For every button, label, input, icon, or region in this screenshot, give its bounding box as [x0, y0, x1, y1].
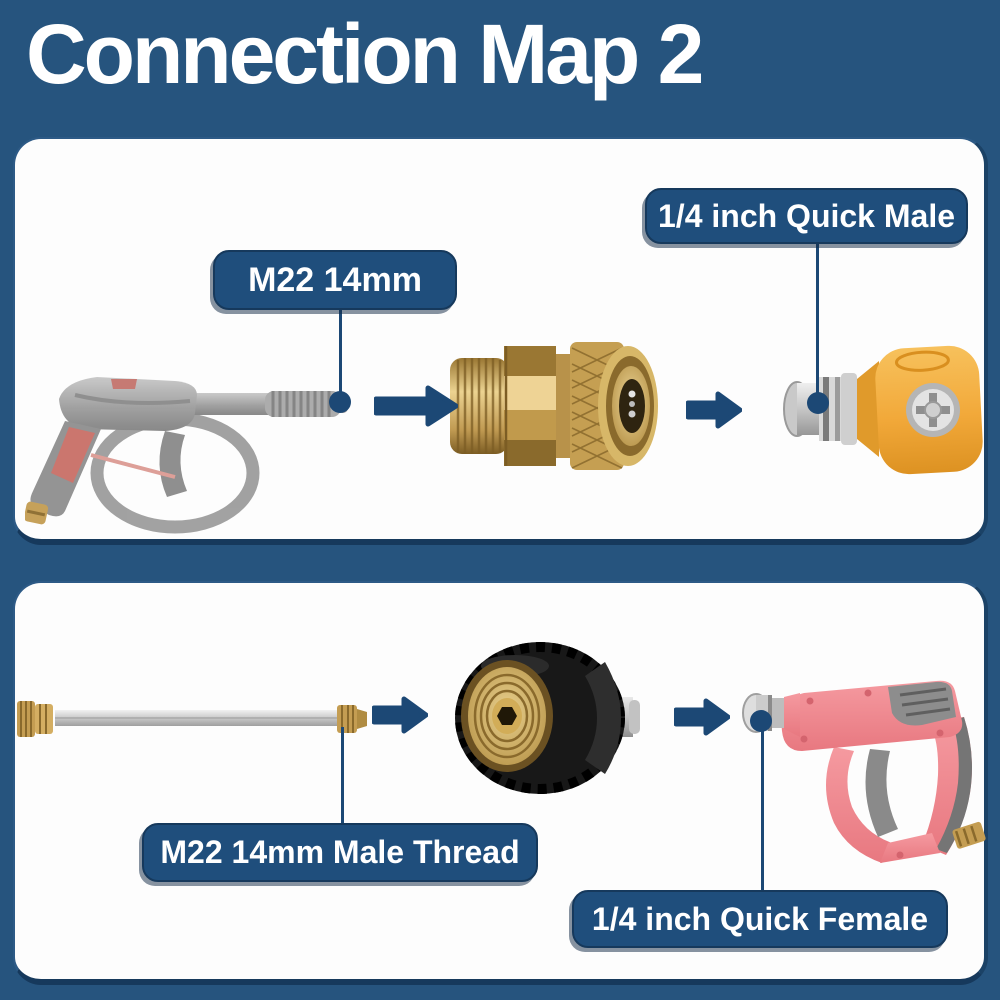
- arrow-right-icon: [372, 696, 428, 734]
- callout-pointer-line: [816, 243, 819, 400]
- pink-pressure-washer-gun-illustration: [742, 680, 986, 863]
- gray-pressure-washer-gun-illustration: [25, 377, 348, 534]
- callout-pointer-dot: [329, 391, 351, 413]
- brass-m22-quick-connect-adapter-illustration: [450, 342, 658, 470]
- arrow-right-icon: [374, 385, 458, 427]
- black-m22-female-adapter-illustration: [455, 642, 640, 794]
- callout-m22-14mm: M22 14mm: [213, 250, 457, 310]
- callout-pointer-dot: [750, 710, 772, 732]
- callout-pointer-line: [341, 727, 344, 823]
- steel-extension-wand-illustration: [17, 701, 367, 737]
- yellow-quick-connect-nozzle-illustration: [783, 345, 983, 475]
- arrow-right-icon: [686, 391, 742, 429]
- page-title: Connection Map 2: [26, 7, 704, 101]
- callout-pointer-line: [339, 309, 342, 401]
- callout-quarter-inch-quick-female: 1/4 inch Quick Female: [572, 890, 948, 948]
- arrow-right-icon: [674, 698, 730, 736]
- callout-quarter-inch-quick-male: 1/4 inch Quick Male: [645, 188, 968, 244]
- callout-pointer-line: [761, 720, 764, 890]
- callout-m22-14mm-male-thread: M22 14mm Male Thread: [142, 823, 538, 882]
- callout-pointer-dot: [807, 392, 829, 414]
